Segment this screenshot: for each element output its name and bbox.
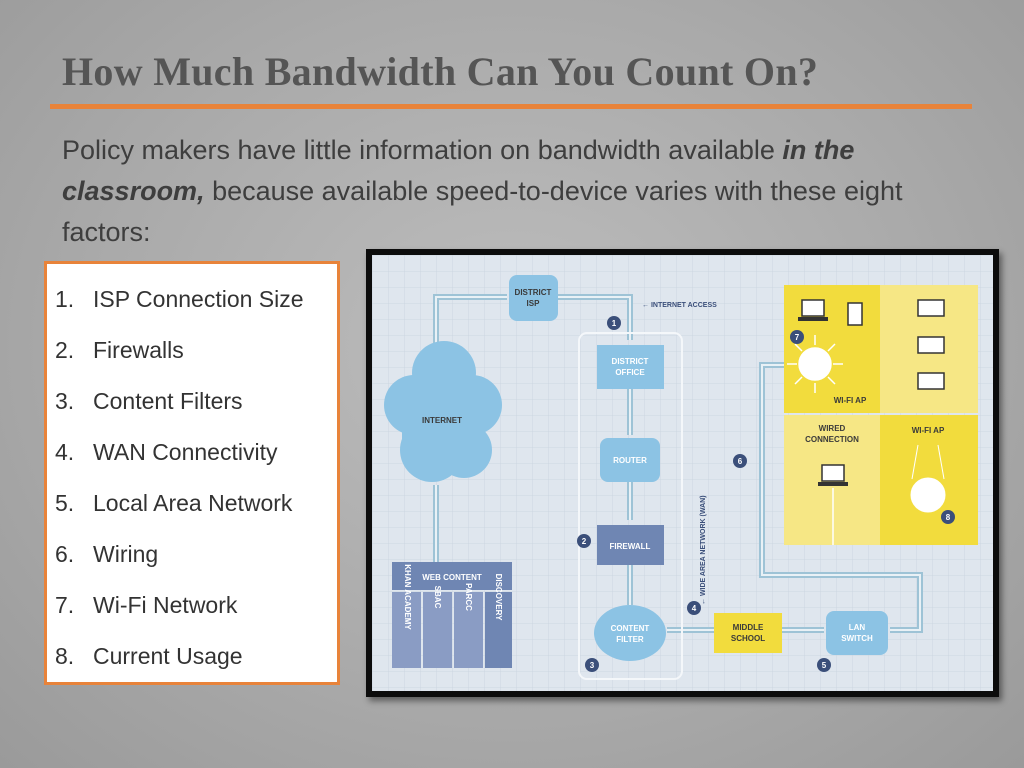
intro-emphasis: in the classroom, (62, 135, 855, 206)
badge (790, 330, 804, 344)
factor-number: 5. (55, 490, 75, 516)
badge-label: 4 (692, 604, 697, 613)
factor-label: WAN Connectivity (93, 439, 278, 465)
factor-item: 8. Current Usage (55, 639, 337, 690)
internet-label: INTERNET (422, 416, 462, 425)
factor-number: 7. (55, 592, 75, 618)
factor-number: 4. (55, 439, 75, 465)
badge-label: 8 (946, 513, 951, 522)
web-item-discovery: DISCOVERY (494, 574, 503, 621)
lan-switch-node (826, 611, 888, 655)
factor-label: Wi-Fi Network (93, 592, 238, 618)
factor-label: Firewalls (93, 337, 184, 363)
district-isp-label: DISTRICT (515, 288, 552, 297)
wan-label: ← WIDE AREA NETWORK (WAN) (700, 495, 707, 605)
badge-label: 5 (822, 661, 827, 670)
internet-cloud: INTERNET (384, 341, 502, 482)
district-office-label: DISTRICT (612, 357, 649, 366)
web-content-header (392, 562, 512, 590)
factor-label: Local Area Network (93, 490, 293, 516)
lan-switch-label: LAN (849, 623, 866, 632)
tablet-icon (847, 302, 863, 326)
middle-school-label: MIDDLE (733, 623, 764, 632)
web-content-column (423, 592, 452, 668)
badge (585, 658, 599, 672)
wired-connection-label-2: CONNECTION (805, 435, 859, 444)
badge (817, 658, 831, 672)
factor-label: Content Filters (93, 388, 243, 414)
router-node (600, 438, 660, 482)
district-isp-node (509, 275, 558, 321)
title-underline (50, 104, 972, 109)
factor-item: 1. ISP Connection Size (55, 282, 337, 333)
badge-label: 1 (612, 319, 617, 328)
slide-title: How Much Bandwidth Can You Count On? (62, 49, 819, 94)
wifi-ap-label: WI-FI AP (834, 396, 867, 405)
district-container (578, 332, 683, 680)
district-office-label-2: OFFICE (615, 368, 645, 377)
badge (607, 316, 621, 330)
firewall-label: FIREWALL (610, 542, 651, 551)
factor-item: 7. Wi-Fi Network (55, 588, 337, 639)
laptop-icon (798, 299, 828, 321)
factor-label: Current Usage (93, 643, 243, 669)
web-content-label: WEB CONTENT (422, 573, 482, 582)
middle-school-node (714, 613, 782, 653)
lan-switch-label-2: SWITCH (841, 634, 873, 643)
factor-item: 4. WAN Connectivity (55, 435, 337, 486)
badge (733, 454, 747, 468)
badge (687, 601, 701, 615)
factor-label: ISP Connection Size (93, 286, 304, 312)
wired-connection-label: WIRED (819, 424, 846, 433)
network-cables-inner (435, 296, 921, 631)
intro-text-end: because available speed-to-device varies… (62, 176, 903, 247)
wifi-ap-room (784, 285, 880, 413)
district-isp-label-2: ISP (527, 299, 541, 308)
intro-text: Policy makers have little information on… (62, 135, 783, 165)
badge (577, 534, 591, 548)
factor-item: 3. Content Filters (55, 384, 337, 435)
router-label: ROUTER (613, 456, 647, 465)
factor-item: 6. Wiring (55, 537, 337, 588)
content-filter-label: CONTENT (611, 624, 650, 633)
internet-access-label: ← INTERNET ACCESS (642, 302, 717, 309)
factor-number: 3. (55, 388, 75, 414)
factor-list: 1. ISP Connection Size 2. Firewalls 3. Cont… (47, 264, 337, 690)
district-office-node (597, 345, 664, 389)
web-content-column (392, 592, 421, 668)
middle-school-label-2: SCHOOL (731, 634, 765, 643)
web-item-khan: KHAN ACADEMY (403, 564, 412, 630)
web-content-columns: KHAN ACADEMY SBAC PARCC DISCOVERY (392, 564, 512, 668)
content-filter-label-2: FILTER (616, 635, 644, 644)
factor-item: 5. Local Area Network (55, 486, 337, 537)
factor-label: Wiring (93, 541, 159, 567)
intro-paragraph: Policy makers have little information on… (62, 130, 962, 253)
badge-label: 2 (582, 537, 587, 546)
content-filter-node (594, 605, 666, 661)
factor-number: 1. (55, 286, 75, 312)
network-diagram: INTERNET DISTRICT ISP ← INTERNET ACCESS … (366, 249, 999, 697)
factor-item: 2. Firewalls (55, 333, 337, 384)
badge-label: 7 (795, 333, 800, 342)
network-diagram-svg: INTERNET DISTRICT ISP ← INTERNET ACCESS … (372, 255, 993, 691)
badge (941, 510, 955, 524)
web-content-column (485, 592, 512, 668)
web-item-sbac: SBAC (433, 586, 442, 609)
desktop-icon (917, 299, 945, 390)
firewall-node (597, 525, 664, 565)
factor-number: 2. (55, 337, 75, 363)
laptop-icon (818, 464, 848, 486)
wifi-ap-icon (787, 335, 843, 393)
factor-badges: 1 2 3 4 5 6 7 8 (577, 316, 955, 672)
factor-number: 6. (55, 541, 75, 567)
factor-list-box: 1. ISP Connection Size 2. Firewalls 3. Cont… (44, 261, 340, 685)
badge-label: 3 (590, 661, 595, 670)
web-content-column (454, 592, 483, 668)
wifi-ap-label-2: WI-FI AP (912, 426, 945, 435)
wifi-ap-icon (910, 444, 946, 513)
factor-number: 8. (55, 643, 75, 669)
web-item-parcc: PARCC (464, 583, 473, 611)
badge-label: 6 (738, 457, 743, 466)
